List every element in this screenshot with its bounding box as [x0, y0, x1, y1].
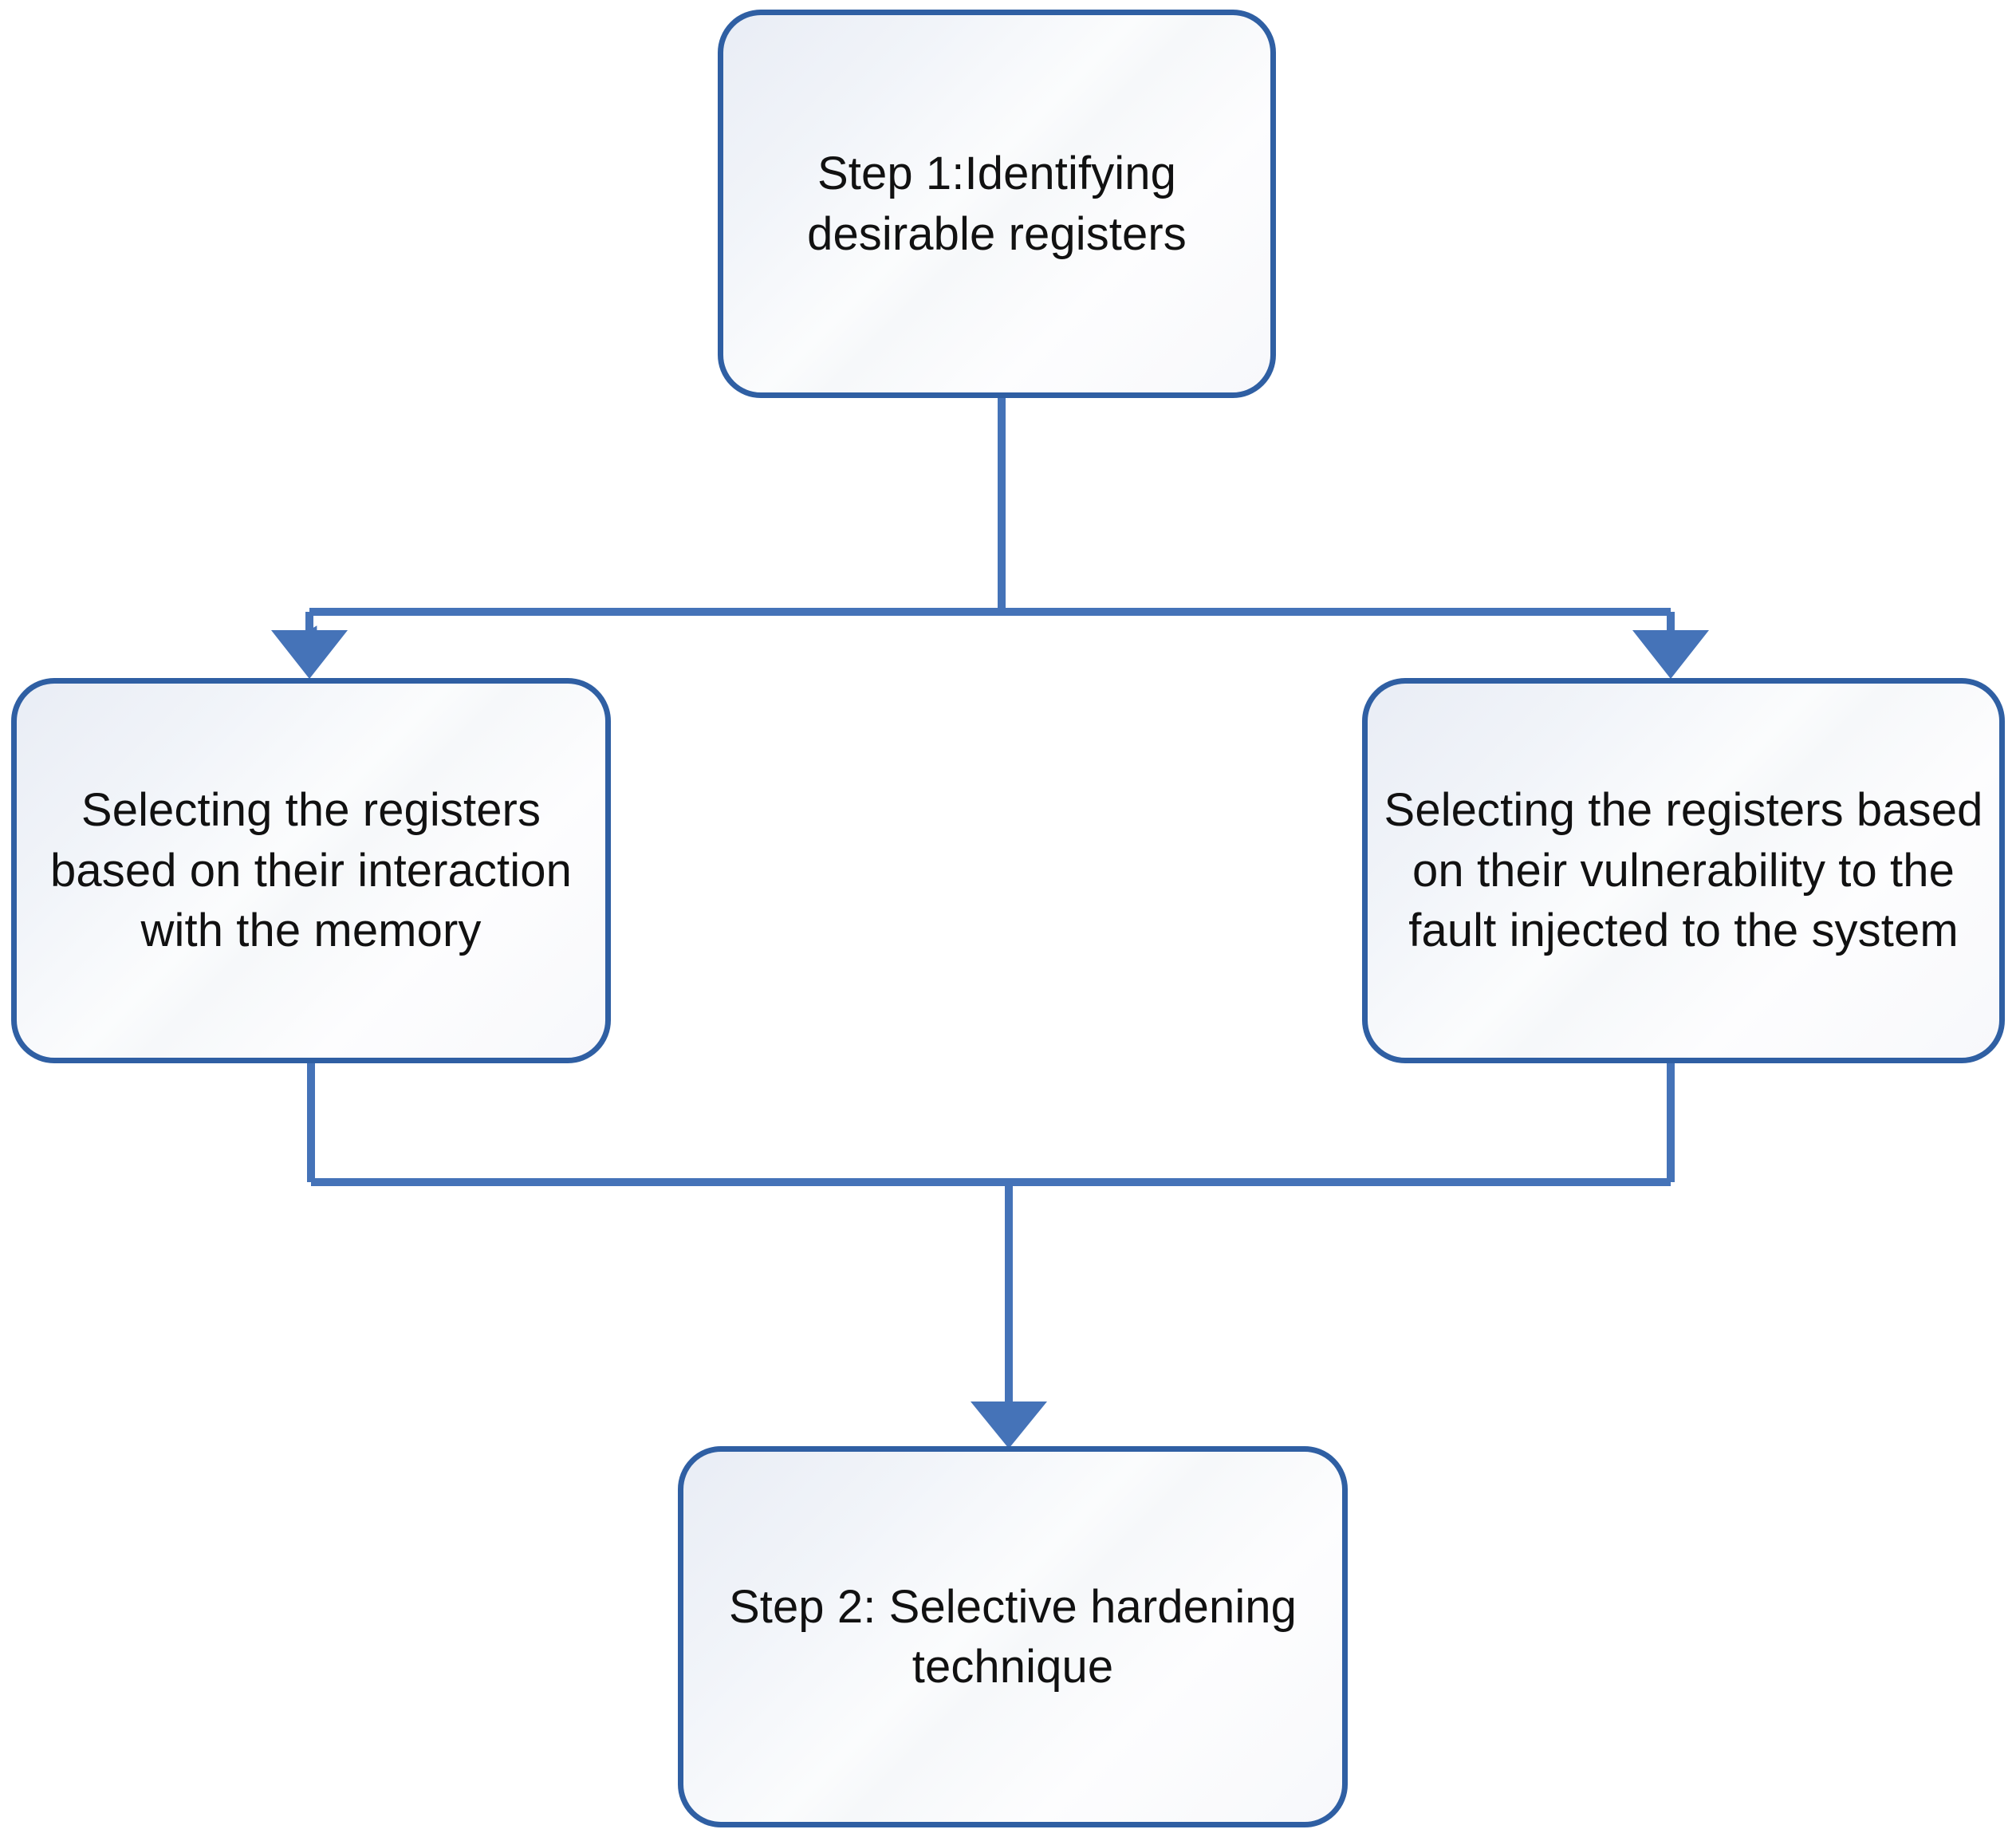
edge-group-step1-split[interactable] [271, 397, 1707, 680]
node-step1[interactable]: Step 1:Identifying desirable registers [718, 10, 1276, 398]
node-memory-selection[interactable]: Selecting the registers based on their i… [11, 678, 611, 1063]
node-step2-label: Step 2: Selective hardening technique [728, 1580, 1297, 1693]
edge-group-merge-step2[interactable] [271, 1063, 1707, 1450]
node-step2[interactable]: Step 2: Selective hardening technique [678, 1446, 1348, 1827]
node-step1-label: Step 1:Identifying desirable registers [807, 148, 1187, 260]
node-memory-selection-label: Selecting the registers based on their i… [50, 784, 572, 957]
node-vulnerability-selection[interactable]: Selecting the registers based on their v… [1362, 678, 2005, 1063]
node-vulnerability-selection-label: Selecting the registers based on their v… [1384, 784, 1983, 957]
